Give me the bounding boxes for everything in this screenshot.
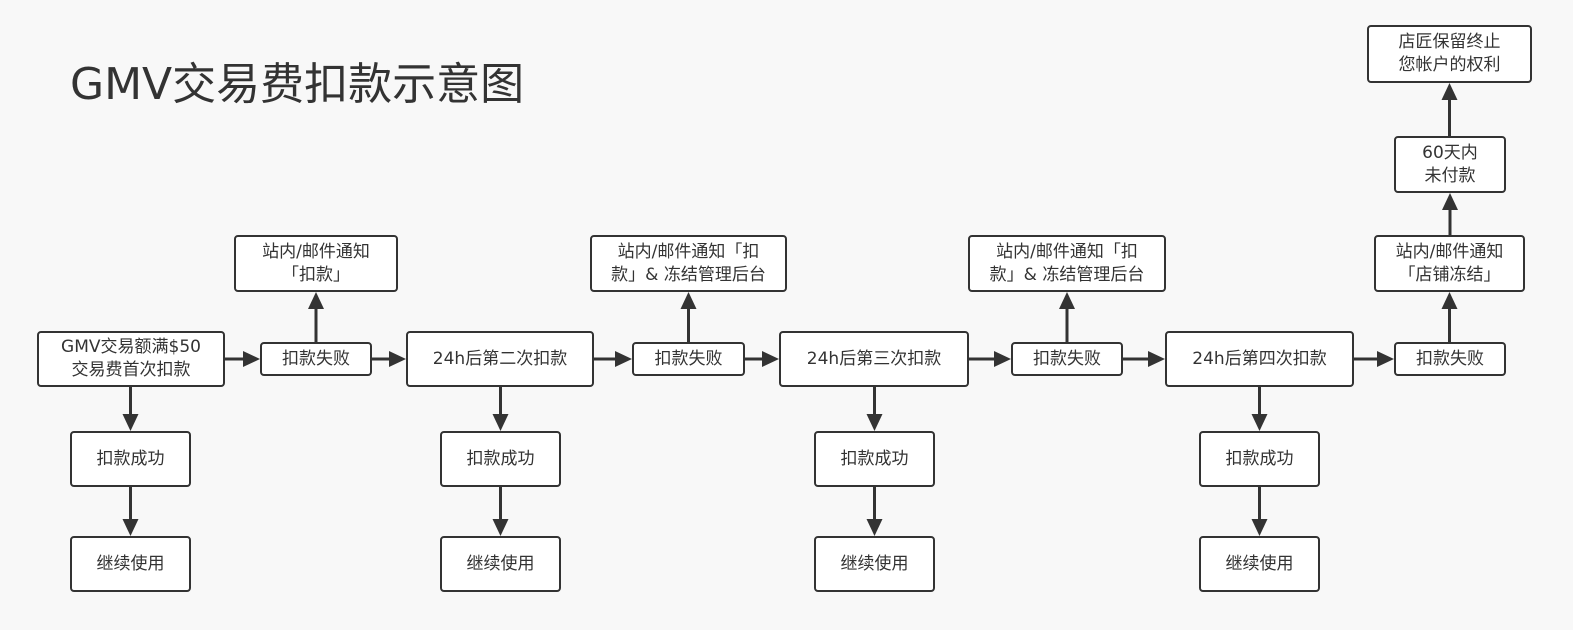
node-text: 站内/邮件通知 [262, 241, 370, 262]
node-charge-success-1: 扣款成功 [70, 431, 191, 487]
node-continue-use-4: 继续使用 [1199, 536, 1320, 592]
node-notify-store-frozen: 站内/邮件通知 「店铺冻结」 [1374, 235, 1525, 292]
node-third-charge: 24h后第三次扣款 [779, 331, 969, 387]
arrowhead-icon [615, 351, 632, 367]
connector-unpaid_60-to-terminate [1441, 83, 1458, 136]
node-text: 扣款成功 [1225, 448, 1294, 469]
node-text: 继续使用 [840, 553, 909, 574]
node-text: 扣款失败 [654, 348, 723, 369]
node-charge-failed-2: 扣款失败 [632, 342, 745, 376]
node-continue-use-1: 继续使用 [70, 536, 191, 592]
arrowhead-icon [1251, 414, 1268, 431]
node-text: 站内/邮件通知「扣 [996, 241, 1138, 262]
connector-notify_4-to-unpaid_60 [1442, 193, 1458, 235]
node-text: 继续使用 [1225, 553, 1294, 574]
node-charge-failed-1: 扣款失败 [260, 342, 372, 376]
node-charge-failed-3: 扣款失败 [1011, 342, 1123, 376]
arrowhead-icon [492, 519, 509, 536]
node-text: 60天内 [1422, 142, 1478, 163]
connector-fourth_charge-to-success_4 [1251, 387, 1268, 431]
arrowhead-icon [122, 414, 139, 431]
node-text: 站内/邮件通知 [1395, 241, 1504, 262]
connector-fail_3-to-fourth_charge [1123, 351, 1165, 367]
node-text: 24h后第四次扣款 [1192, 348, 1327, 369]
node-text: 款」& 冻结管理后台 [989, 264, 1145, 285]
connector-start-to-fail_1 [225, 351, 260, 367]
connector-success_2-to-continue_2 [492, 487, 509, 536]
arrowhead-icon [1251, 519, 1268, 536]
arrowhead-icon [1377, 351, 1394, 367]
node-text: 站内/邮件通知「扣 [617, 241, 760, 262]
arrowhead-icon [866, 519, 883, 536]
node-text: 款」& 冻结管理后台 [611, 264, 766, 285]
arrowhead-icon [994, 351, 1011, 367]
connector-third_charge-to-fail_3 [969, 351, 1011, 367]
node-continue-use-2: 继续使用 [440, 536, 561, 592]
connector-fourth_charge-to-fail_4 [1354, 351, 1394, 367]
arrowhead-icon [1148, 351, 1165, 367]
node-text: 您帐户的权利 [1398, 55, 1501, 75]
diagram-title: GMV交易费扣款示意图 [70, 59, 525, 110]
node-charge-failed-4: 扣款失败 [1394, 342, 1506, 376]
node-text: 扣款失败 [1416, 348, 1484, 369]
connector-fail_4-to-notify_4 [1441, 292, 1458, 342]
node-text: 扣款失败 [282, 348, 350, 369]
node-notify-2: 站内/邮件通知「扣 款」& 冻结管理后台 [590, 235, 787, 292]
node-notify-1: 站内/邮件通知 「扣款」 [234, 235, 398, 292]
node-text: 24h后第三次扣款 [806, 348, 942, 369]
node-text: 继续使用 [466, 553, 535, 574]
arrowhead-icon [122, 519, 139, 536]
arrowhead-icon [1442, 193, 1458, 210]
arrowhead-icon [866, 414, 883, 431]
arrowhead-icon [492, 414, 509, 431]
node-unpaid-60-days: 60天内 未付款 [1394, 136, 1506, 193]
node-text: 24h后第二次扣款 [432, 348, 568, 369]
arrowhead-icon [389, 351, 406, 367]
arrowhead-icon [680, 292, 697, 309]
node-text: 「扣款」 [282, 264, 350, 285]
connector-success_4-to-continue_4 [1251, 487, 1268, 536]
connector-third_charge-to-success_3 [866, 387, 883, 431]
arrowhead-icon [1059, 292, 1075, 309]
connector-start-to-success_1 [122, 387, 139, 431]
node-terminate-account-right: 店匠保留终止 您帐户的权利 [1367, 25, 1532, 83]
node-text: 扣款失败 [1033, 348, 1101, 369]
connector-fail_2-to-notify_2 [680, 292, 697, 342]
connector-second_charge-to-success_2 [492, 387, 509, 431]
node-charge-success-3: 扣款成功 [814, 431, 935, 487]
node-fourth-charge: 24h后第四次扣款 [1165, 331, 1354, 387]
node-charge-success-4: 扣款成功 [1199, 431, 1320, 487]
node-text: 扣款成功 [840, 448, 909, 469]
node-text: 继续使用 [96, 553, 165, 574]
node-text: 「店铺冻结」 [1398, 264, 1501, 285]
connector-fail_3-to-notify_3 [1059, 292, 1075, 342]
node-text: 未付款 [1424, 165, 1476, 186]
arrowhead-icon [1441, 83, 1458, 100]
connector-fail_1-to-notify_1 [308, 292, 324, 342]
node-start-first-charge: GMV交易额满$50 交易费首次扣款 [37, 331, 225, 387]
connector-success_3-to-continue_3 [866, 487, 883, 536]
node-text: GMV交易额满$50 [61, 337, 201, 357]
connector-fail_1-to-second_charge [372, 351, 406, 367]
arrowhead-icon [243, 351, 260, 367]
node-text: 交易费首次扣款 [71, 360, 191, 380]
arrowhead-icon [762, 351, 779, 367]
connector-fail_2-to-third_charge [745, 351, 779, 367]
node-charge-success-2: 扣款成功 [440, 431, 561, 487]
connector-success_1-to-continue_1 [122, 487, 139, 536]
node-text: 扣款成功 [466, 448, 535, 469]
arrowhead-icon [308, 292, 324, 309]
connector-second_charge-to-fail_2 [594, 351, 632, 367]
arrowhead-icon [1441, 292, 1458, 309]
node-second-charge: 24h后第二次扣款 [406, 331, 594, 387]
node-text: 店匠保留终止 [1398, 32, 1501, 52]
node-notify-3: 站内/邮件通知「扣 款」& 冻结管理后台 [968, 235, 1166, 292]
node-text: 扣款成功 [96, 448, 165, 469]
node-continue-use-3: 继续使用 [814, 536, 935, 592]
